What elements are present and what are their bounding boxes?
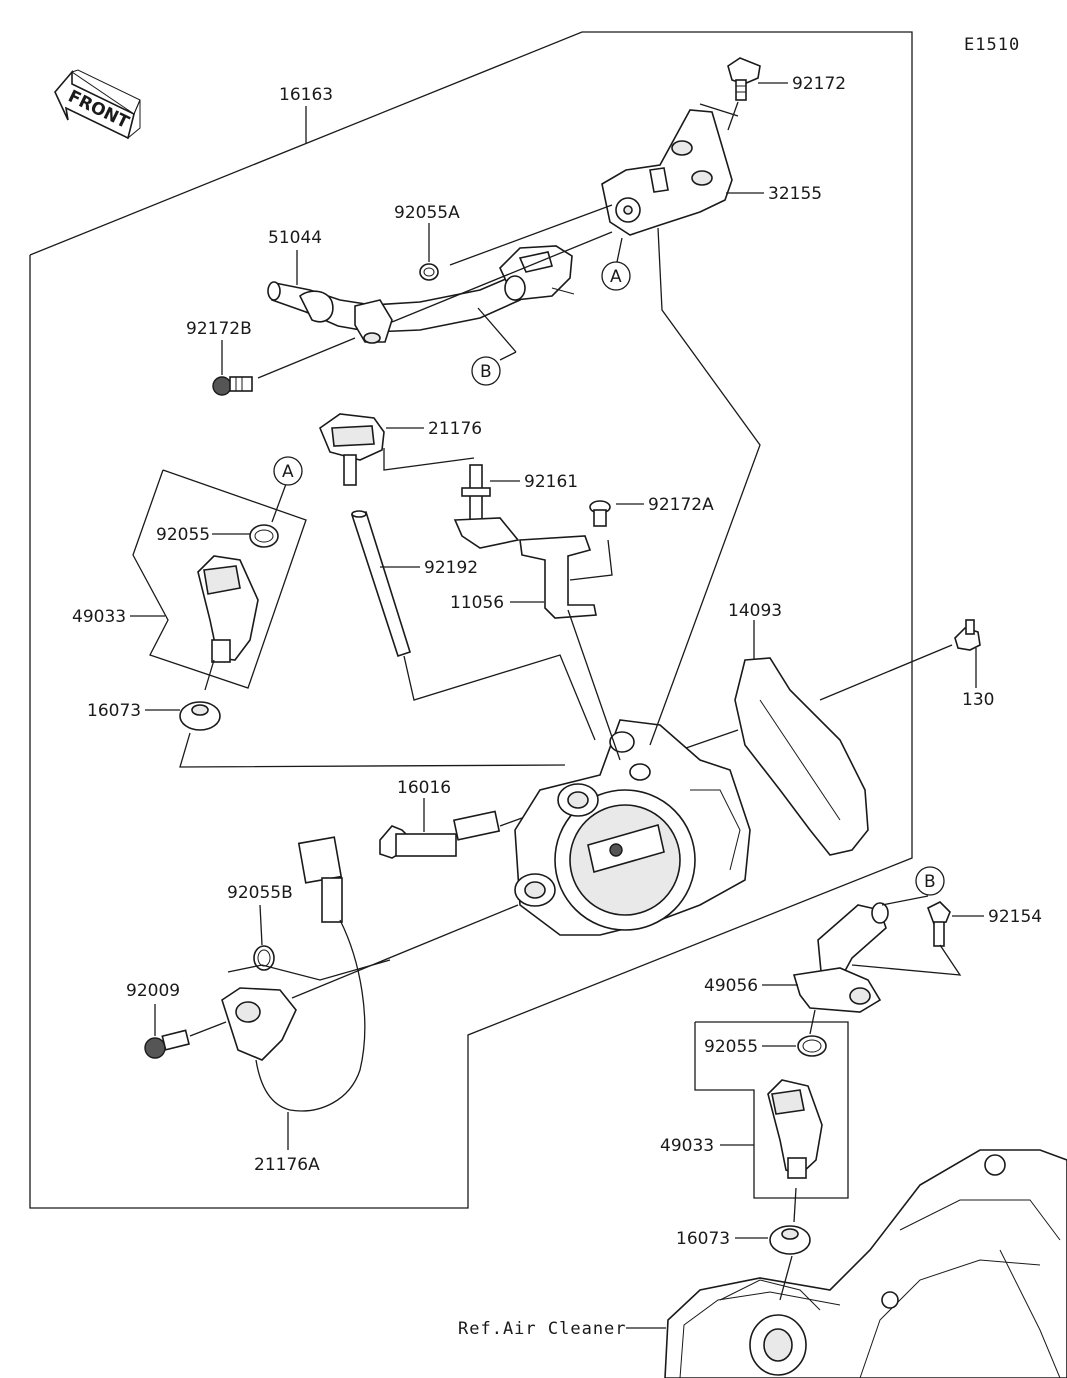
part-label-16163: 16163 bbox=[279, 85, 333, 105]
injector-49033-right bbox=[767, 1079, 823, 1179]
part-label-51044: 51044 bbox=[268, 228, 322, 248]
callout-A-left: A bbox=[273, 456, 303, 486]
o-ring-92055-left bbox=[249, 524, 279, 548]
part-label-92055A: 92055A bbox=[394, 203, 460, 223]
assembly-boundary bbox=[29, 31, 913, 1209]
part-label-21176: 21176 bbox=[428, 419, 482, 439]
part-label-14093: 14093 bbox=[728, 601, 782, 621]
part-label-92055-left: 92055 bbox=[156, 525, 210, 545]
part-label-92172: 92172 bbox=[792, 74, 846, 94]
sensor-lead-21176A bbox=[221, 836, 366, 1112]
bracket-11056 bbox=[519, 535, 597, 619]
bolt-92154 bbox=[926, 901, 951, 947]
part-label-130: 130 bbox=[962, 690, 994, 710]
part-label-92009: 92009 bbox=[126, 981, 180, 1001]
bolt-92172 bbox=[727, 57, 761, 101]
part-label-92161: 92161 bbox=[524, 472, 578, 492]
part-label-16073-right: 16073 bbox=[676, 1229, 730, 1249]
part-labels: 16163 92172 32155 92055A 51044 92172B 21… bbox=[72, 74, 1042, 1339]
fuel-pipe-51044 bbox=[267, 273, 521, 344]
injector-right-boundary bbox=[694, 1021, 849, 1199]
part-label-92192: 92192 bbox=[424, 558, 478, 578]
fuel-pipe-connector bbox=[499, 245, 575, 301]
callout-A-top: A bbox=[601, 261, 631, 291]
part-label-92055-right: 92055 bbox=[704, 1037, 758, 1057]
screw-92172A bbox=[589, 500, 611, 527]
part-label-11056: 11056 bbox=[450, 593, 504, 613]
clamp-14093 bbox=[734, 657, 869, 856]
o-ring-92055A bbox=[419, 263, 439, 281]
part-label-16016: 16016 bbox=[397, 778, 451, 798]
part-label-92055B: 92055B bbox=[227, 883, 293, 903]
bolt-92009 bbox=[144, 1029, 190, 1059]
sensor-21176 bbox=[319, 413, 385, 486]
svg-text:B: B bbox=[480, 362, 492, 382]
injector-49033-left bbox=[197, 555, 259, 663]
callout-B-top: B bbox=[471, 356, 501, 386]
hose-fitting-49056 bbox=[792, 902, 889, 1013]
part-label-49033-left: 49033 bbox=[72, 607, 126, 627]
diagram-code: E1510 bbox=[964, 35, 1020, 55]
callout-B-right: B bbox=[915, 866, 945, 896]
air-cleaner-reference bbox=[664, 1149, 1067, 1378]
bolt-92172B bbox=[212, 376, 253, 396]
injector-left-boundary bbox=[132, 469, 307, 689]
grommet-16073-right bbox=[769, 1225, 811, 1255]
hose-92192 bbox=[350, 510, 411, 658]
idle-valve-16016 bbox=[379, 810, 501, 859]
svg-text:A: A bbox=[610, 267, 622, 287]
throttle-body bbox=[514, 719, 751, 936]
part-label-92172B: 92172B bbox=[186, 319, 252, 339]
o-ring-92055-right bbox=[797, 1035, 827, 1057]
front-arrow-icon: FRONT bbox=[54, 69, 141, 140]
part-label-21176A: 21176A bbox=[254, 1155, 320, 1175]
leader-lines bbox=[130, 82, 984, 1329]
sensor-92161 bbox=[453, 464, 520, 549]
part-label-92172A: 92172A bbox=[648, 495, 714, 515]
grommet-16073-left bbox=[179, 701, 221, 731]
part-label-49056: 49056 bbox=[704, 976, 758, 996]
svg-text:A: A bbox=[282, 462, 294, 482]
part-label-32155: 32155 bbox=[768, 184, 822, 204]
part-label-92154: 92154 bbox=[988, 907, 1042, 927]
svg-text:B: B bbox=[924, 872, 936, 892]
delivery-pipe-32155 bbox=[601, 109, 733, 236]
part-label-49033-right: 49033 bbox=[660, 1136, 714, 1156]
bolt-130 bbox=[954, 619, 981, 651]
reference-label: Ref.Air Cleaner bbox=[458, 1319, 627, 1339]
part-label-16073-left: 16073 bbox=[87, 701, 141, 721]
